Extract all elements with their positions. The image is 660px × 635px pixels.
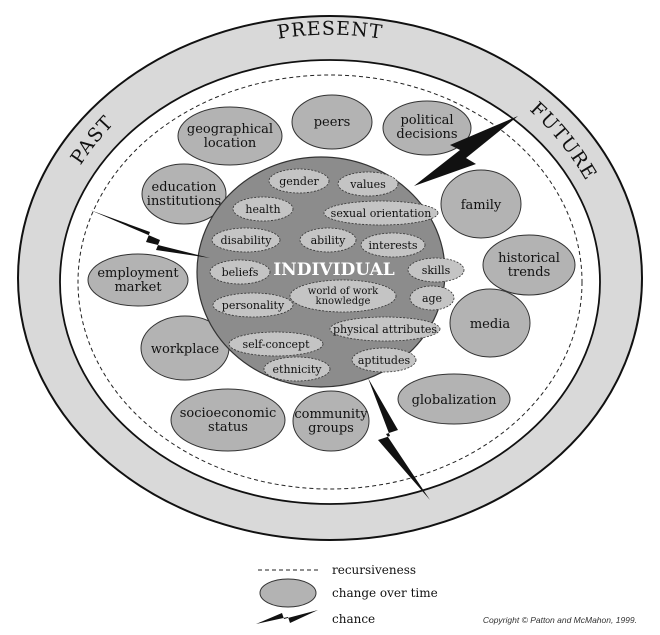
outer-factor-label: family: [461, 198, 502, 213]
chance-bolt-upper-right: [414, 116, 518, 186]
inner-factor-ellipse: [323, 200, 439, 226]
inner-factor-label: gender: [279, 175, 319, 188]
inner-factor-label: values: [349, 178, 386, 191]
inner-factor-ellipse: [299, 227, 357, 253]
recursiveness-boundary: [77, 74, 583, 490]
legend-ellipse: [259, 578, 317, 608]
inner-factor-label: sexual orientation: [331, 207, 432, 220]
outer-factor-ellipse: [170, 388, 286, 452]
outer-factor-label: globalization: [412, 393, 498, 408]
inner-factor-ellipse: [209, 259, 271, 285]
outer-factor-ellipse: [440, 169, 522, 239]
inner-factor-ellipse: [337, 171, 399, 197]
outer-factor-label: workplace: [151, 342, 220, 357]
inner-factor-label: ethnicity: [273, 363, 323, 376]
copyright: Copyright © Patton and McMahon, 1999.: [483, 615, 637, 625]
chance-bolt-bottom: [368, 378, 430, 500]
inner-factor-ellipse: [360, 232, 426, 258]
inner-factor-ellipse: [228, 331, 324, 357]
outer-factor-ellipse: [292, 390, 370, 452]
inner-factor-label: beliefs: [222, 266, 259, 279]
chance-bolts: [90, 116, 518, 500]
inner-factor-label: ability: [311, 234, 347, 247]
present-label: PRESENT: [276, 18, 384, 44]
inner-factor-ellipse: [289, 279, 397, 313]
outer-factor-label: peers: [314, 115, 351, 130]
inner-factor-ellipse: [211, 227, 281, 253]
individual-title: INDIVIDUAL: [273, 260, 395, 280]
inner-factor-label: age: [422, 292, 442, 305]
legend-recursiveness-label: recursiveness: [332, 563, 416, 577]
inner-factor-ellipse: [263, 356, 331, 382]
outer-factor-ellipse: [482, 234, 576, 296]
legend-bolt-icon: [256, 610, 318, 624]
outer-factor-ellipse: [397, 373, 511, 425]
inner-factor-ellipse: [212, 292, 294, 318]
inner-factor-label: health: [245, 203, 280, 216]
inner-factor-label: physical attributes: [333, 323, 437, 336]
inner-factor-label: disability: [221, 234, 273, 247]
outer-factors: [87, 94, 576, 452]
inner-factors: [209, 168, 465, 382]
legend-chance-label: chance: [332, 612, 375, 626]
outer-factor-label: media: [470, 317, 511, 332]
outer-factor-ellipse: [382, 100, 472, 156]
outer-factor-ellipse: [87, 253, 189, 307]
inner-factor-label: self-concept: [242, 338, 310, 351]
chance-bolt-left: [90, 210, 210, 258]
legend: recursiveness change over time chance: [256, 563, 438, 626]
inner-factor-label: aptitudes: [358, 354, 411, 367]
inner-factor-ellipse: [407, 257, 465, 283]
inner-factor-label: skills: [422, 264, 451, 277]
inner-factor-ellipse: [268, 168, 330, 194]
outer-factor-ellipse: [141, 163, 227, 225]
inner-factor-ellipse: [409, 285, 455, 311]
outer-factor-ellipse: [291, 94, 373, 150]
inner-factor-ellipse: [351, 347, 417, 373]
inner-factor-ellipse: [232, 196, 294, 222]
inner-factor-label: personality: [222, 299, 285, 312]
inner-factor-label: interests: [368, 239, 417, 252]
outer-factor-ellipse: [449, 288, 531, 358]
outer-factor-ellipse: [177, 106, 283, 166]
legend-change-label: change over time: [332, 586, 438, 600]
inner-factor-ellipse: [329, 316, 441, 342]
